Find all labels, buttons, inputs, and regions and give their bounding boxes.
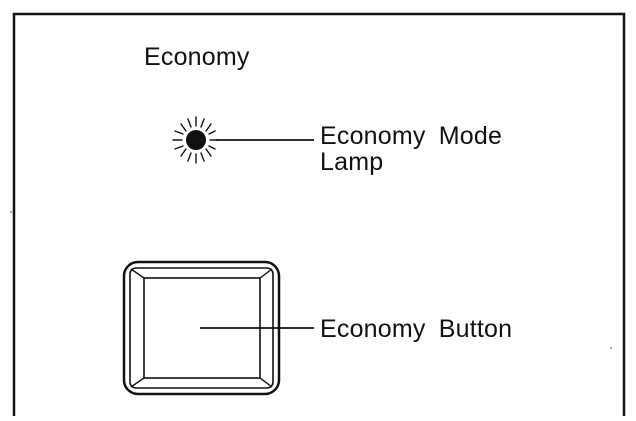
economy-mode-lamp-label: Economy Mode Lamp	[320, 123, 502, 175]
lamp-bulb	[186, 130, 206, 150]
economy-button-label: Economy Button	[320, 315, 513, 343]
panel-frame	[12, 12, 626, 416]
lamp-label-line-2: Lamp	[320, 148, 384, 176]
scan-speck	[610, 347, 612, 349]
panel-title: Economy	[144, 43, 250, 71]
economy-mode-lamp-icon	[172, 116, 218, 164]
lamp-label-line-1: Economy Mode	[320, 122, 503, 150]
scan-speck	[10, 211, 12, 213]
